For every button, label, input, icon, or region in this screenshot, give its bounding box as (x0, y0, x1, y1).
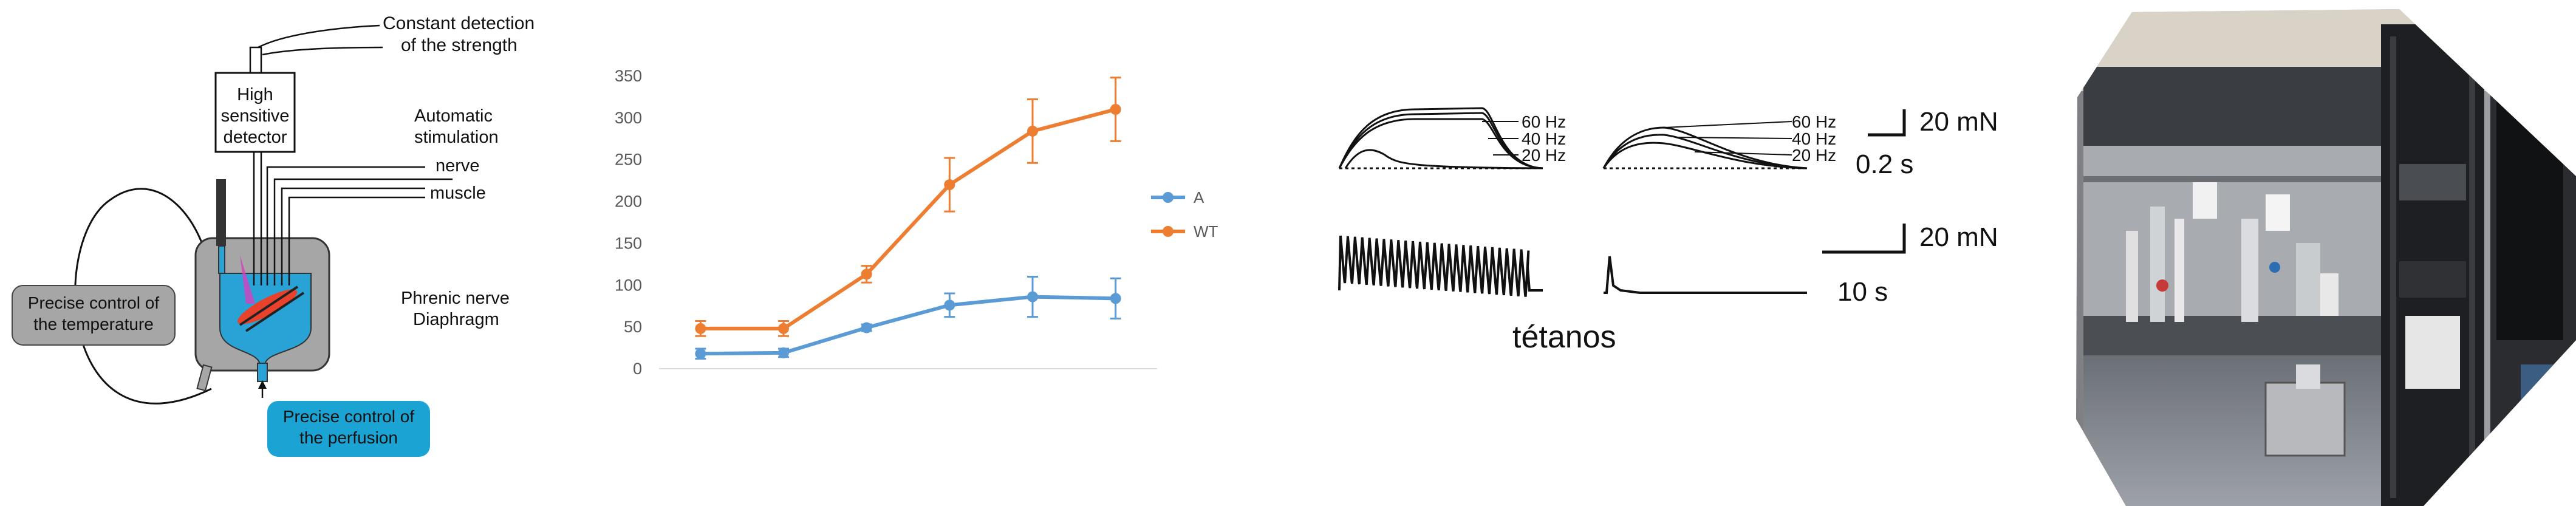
data-point (861, 322, 872, 333)
data-point (1110, 104, 1121, 115)
legend-label: WT (1194, 222, 1218, 241)
tetanos-caption: tétanos (1512, 320, 1616, 355)
temperature-loop (74, 188, 214, 405)
constant-detection-2: of the strength (401, 35, 518, 55)
freq-left-20: 20 Hz (1522, 146, 1566, 165)
y-tick-label: 0 (633, 360, 642, 378)
data-point (1027, 125, 1038, 137)
y-tick-label: 150 (615, 234, 642, 252)
temperature-label-2: the temperature (33, 315, 154, 333)
perfusion-label-1: Precise control of (283, 407, 415, 426)
perfusion-arrow-icon (258, 380, 267, 389)
force-traces: 60 Hz 40 Hz 20 Hz 60 Hz 40 Hz 20 Hz 20 m… (1338, 107, 1998, 355)
data-point (944, 179, 955, 191)
detector-label-3: detector (224, 128, 287, 147)
y-tick-label: 250 (615, 151, 642, 169)
y-tick-label: 300 (615, 109, 642, 127)
series-line-WT (700, 108, 1116, 330)
setup-diagram: High sensitive detector Constant detecti… (12, 13, 535, 457)
data-point (695, 348, 706, 360)
freq-left-60: 60 Hz (1522, 112, 1566, 131)
legend-marker (1163, 226, 1174, 237)
legend-label: A (1194, 188, 1204, 207)
y-tick-label: 100 (615, 276, 642, 294)
perfusion-outlet (257, 363, 268, 382)
detector-label-1: High (237, 85, 273, 104)
y-tick-label: 200 (615, 193, 642, 211)
scale-bottom-time: 10 s (1837, 277, 1888, 307)
muscle-label: muscle (430, 183, 486, 203)
freq-right-40: 40 Hz (1792, 129, 1836, 148)
data-point (861, 268, 872, 280)
detector-box (214, 72, 296, 153)
perfusion-box (267, 401, 430, 457)
automatic-label-2: stimulation (414, 128, 499, 147)
scale-bottom-force: 20 mN (1919, 222, 1998, 252)
perfusion-label-2: the perfusion (299, 428, 398, 447)
temperature-label-1: Precise control of (28, 293, 160, 312)
data-point (944, 299, 955, 311)
detector-label-2: sensitive (221, 106, 290, 126)
electrode (216, 179, 226, 246)
lab-setup-photo (2076, 9, 2576, 506)
phrenic-label-1: Phrenic nerve (401, 289, 510, 308)
y-tick-label: 350 (615, 67, 642, 85)
data-point (778, 323, 789, 334)
data-point (1110, 293, 1121, 304)
scale-top-time: 0.2 s (1856, 149, 1913, 179)
nerve-label: nerve (436, 156, 480, 176)
data-point (778, 347, 789, 358)
y-tick-label: 50 (624, 318, 642, 336)
data-point (695, 323, 706, 334)
scale-top-force: 20 mN (1919, 107, 1998, 137)
phrenic-label-2: Diaphragm (413, 310, 499, 329)
legend-marker (1163, 192, 1174, 203)
temperature-box (12, 285, 176, 346)
freq-right-60: 60 Hz (1792, 112, 1836, 131)
freq-right-20: 20 Hz (1792, 146, 1836, 165)
constant-detection-1: Constant detection (383, 13, 535, 33)
data-point (1027, 291, 1038, 303)
freq-left-40: 40 Hz (1522, 129, 1566, 148)
series-line-A (700, 295, 1116, 356)
side-tube (196, 364, 213, 392)
automatic-label-1: Automatic (414, 106, 493, 126)
